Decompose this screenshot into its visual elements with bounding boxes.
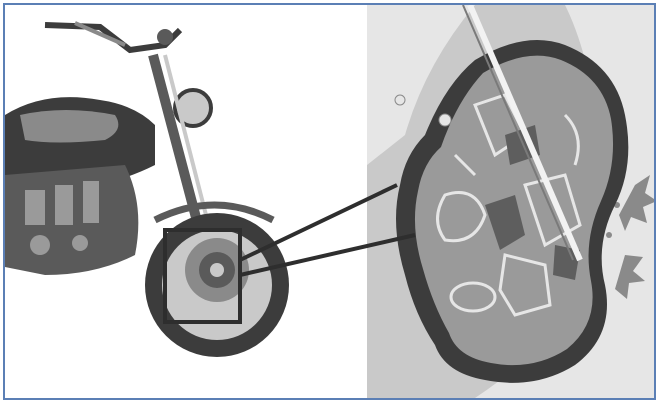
- zoom-panel: [367, 5, 654, 398]
- illustration-frame: [3, 3, 656, 400]
- motorcycle-brake-illustration: [5, 5, 654, 398]
- motorcycle: [5, 23, 289, 357]
